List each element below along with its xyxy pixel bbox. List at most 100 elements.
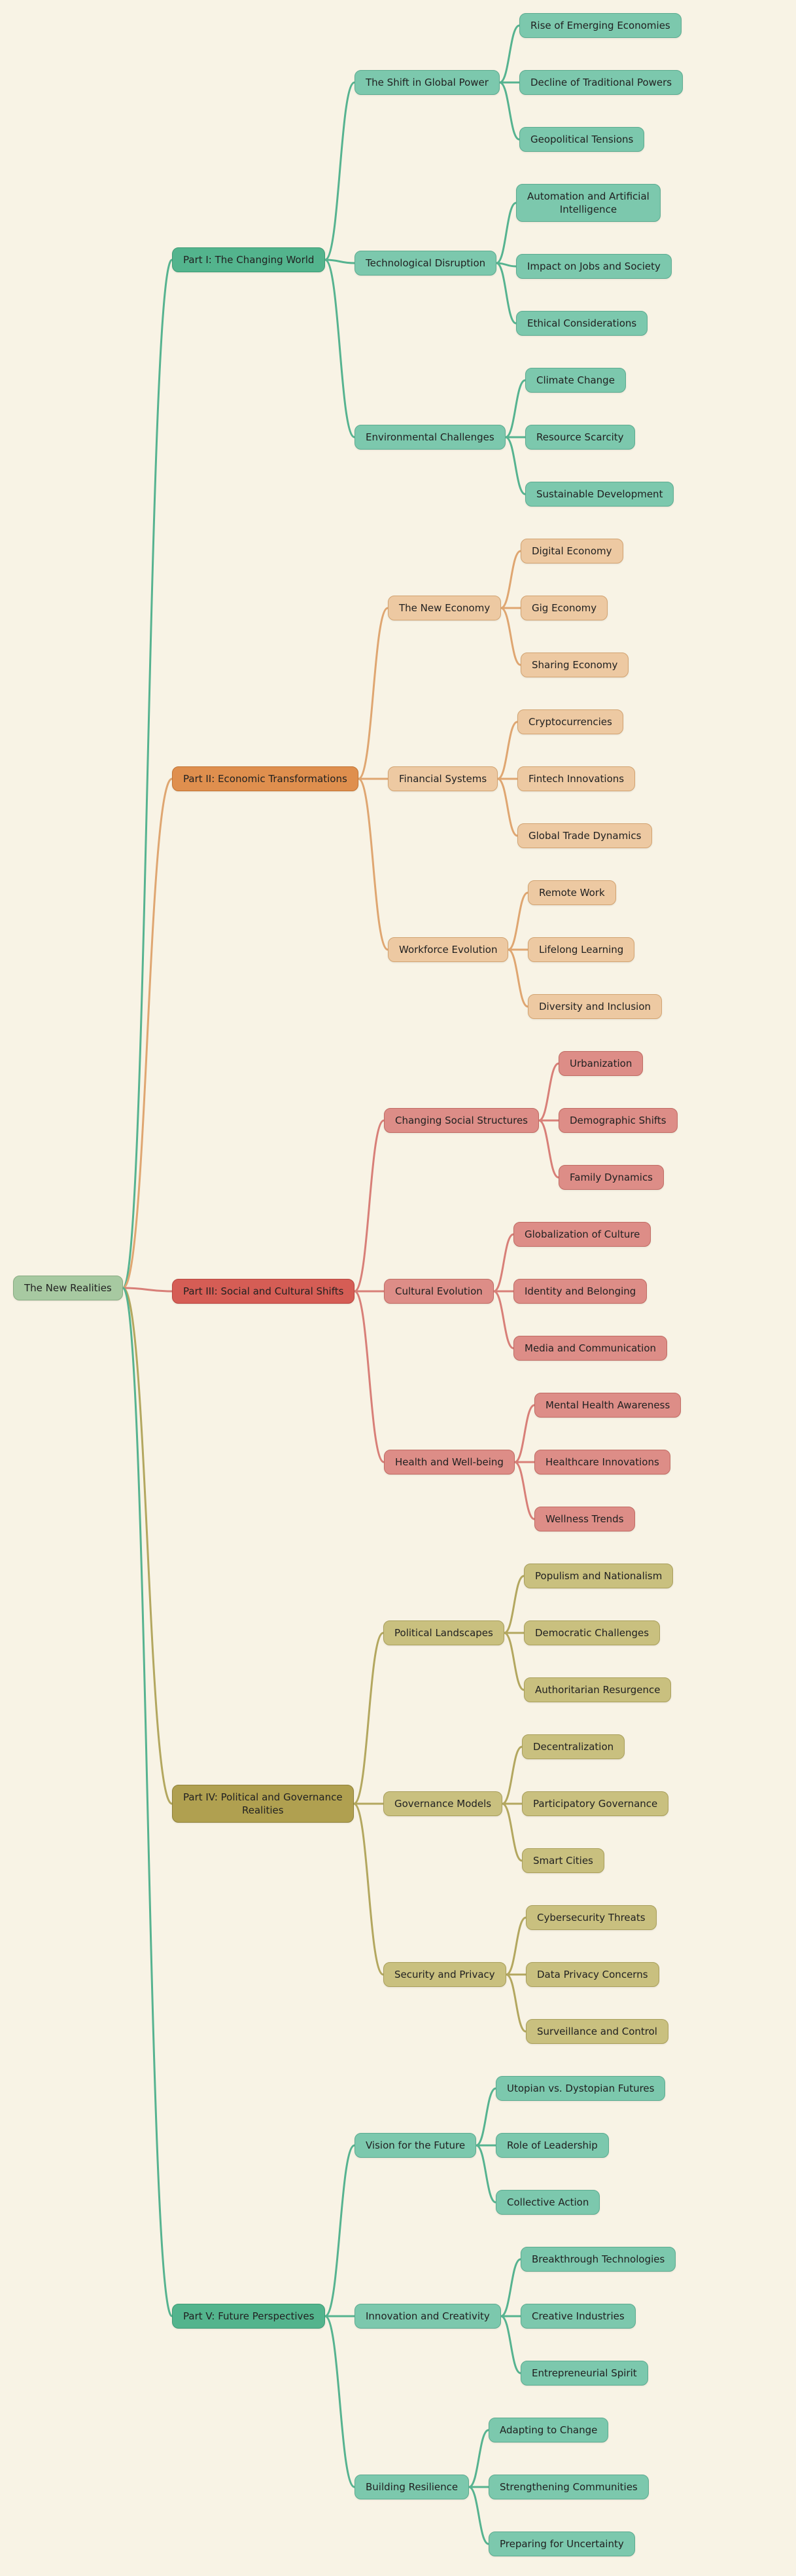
- node-cultural-evolution[interactable]: Cultural Evolution: [384, 1279, 494, 1304]
- node-the-new-realities[interactable]: The New Realities: [13, 1276, 123, 1300]
- node-collective-action[interactable]: Collective Action: [496, 2190, 600, 2215]
- node-decentralization[interactable]: Decentralization: [522, 1734, 625, 1759]
- node-urbanization[interactable]: Urbanization: [559, 1051, 644, 1076]
- node-technological-disruption[interactable]: Technological Disruption: [355, 251, 497, 276]
- node-impact-on-jobs-and-society[interactable]: Impact on Jobs and Society: [516, 254, 672, 279]
- node-vision-for-the-future[interactable]: Vision for the Future: [355, 2133, 477, 2158]
- node-adapting-to-change[interactable]: Adapting to Change: [489, 2418, 609, 2442]
- node-building-resilience[interactable]: Building Resilience: [355, 2475, 470, 2499]
- node-rise-of-emerging-economies[interactable]: Rise of Emerging Economies: [519, 13, 682, 38]
- node-part-iii-social-and-cultural-shifts[interactable]: Part III: Social and Cultural Shifts: [172, 1279, 355, 1304]
- link-automation-and-artificial-intelligence: [496, 202, 517, 264]
- node-part-ii-economic-transformations[interactable]: Part II: Economic Transformations: [172, 766, 358, 791]
- link-family-dynamics: [538, 1119, 559, 1179]
- link-digital-economy: [500, 550, 521, 609]
- node-automation-and-artificial-intelligence[interactable]: Automation and Artificial Intelligence: [516, 184, 661, 222]
- node-family-dynamics[interactable]: Family Dynamics: [559, 1165, 665, 1190]
- node-global-trade-dynamics[interactable]: Global Trade Dynamics: [517, 823, 653, 848]
- node-democratic-challenges[interactable]: Democratic Challenges: [524, 1620, 661, 1645]
- link-part-iii-social-and-cultural-shifts: [122, 1287, 173, 1293]
- link-media-and-communication: [493, 1290, 514, 1350]
- node-sharing-economy[interactable]: Sharing Economy: [521, 653, 629, 677]
- node-fintech-innovations[interactable]: Fintech Innovations: [517, 766, 636, 791]
- link-populism-and-nationalism: [504, 1575, 525, 1634]
- link-preparing-for-uncertainty: [468, 2486, 489, 2545]
- node-part-i-the-changing-world[interactable]: Part I: The Changing World: [172, 247, 326, 272]
- link-collective-action: [476, 2144, 496, 2204]
- link-building-resilience: [324, 2315, 355, 2488]
- node-data-privacy-concerns[interactable]: Data Privacy Concerns: [526, 1962, 659, 1987]
- link-the-shift-in-global-power: [324, 81, 355, 261]
- node-lifelong-learning[interactable]: Lifelong Learning: [528, 937, 635, 962]
- node-surveillance-and-control[interactable]: Surveillance and Control: [526, 2019, 668, 2044]
- node-changing-social-structures[interactable]: Changing Social Structures: [384, 1108, 539, 1133]
- link-part-i-the-changing-world: [122, 259, 173, 1289]
- node-sustainable-development[interactable]: Sustainable Development: [525, 482, 674, 507]
- link-changing-social-structures: [354, 1119, 385, 1293]
- node-authoritarian-resurgence[interactable]: Authoritarian Resurgence: [524, 1677, 672, 1702]
- node-breakthrough-technologies[interactable]: Breakthrough Technologies: [521, 2247, 676, 2272]
- link-political-landscapes: [353, 1632, 384, 1805]
- link-sharing-economy: [500, 607, 521, 666]
- node-creative-industries[interactable]: Creative Industries: [521, 2304, 636, 2329]
- link-mental-health-awareness: [514, 1404, 535, 1463]
- node-preparing-for-uncertainty[interactable]: Preparing for Uncertainty: [489, 2531, 635, 2556]
- node-innovation-and-creativity[interactable]: Innovation and Creativity: [355, 2304, 501, 2329]
- link-ethical-considerations: [496, 262, 517, 325]
- node-utopian-vs-dystopian-futures[interactable]: Utopian vs. Dystopian Futures: [496, 2076, 666, 2101]
- link-cryptocurrencies: [497, 721, 518, 780]
- node-entrepreneurial-spirit[interactable]: Entrepreneurial Spirit: [521, 2361, 648, 2386]
- node-wellness-trends[interactable]: Wellness Trends: [534, 1507, 635, 1531]
- node-part-v-future-perspectives[interactable]: Part V: Future Perspectives: [172, 2304, 326, 2329]
- link-decentralization: [502, 1745, 523, 1805]
- node-digital-economy[interactable]: Digital Economy: [521, 539, 623, 564]
- link-part-v-future-perspectives: [122, 1287, 173, 2317]
- node-participatory-governance[interactable]: Participatory Governance: [522, 1791, 669, 1816]
- link-entrepreneurial-spirit: [500, 2315, 521, 2374]
- node-globalization-of-culture[interactable]: Globalization of Culture: [513, 1222, 651, 1247]
- node-part-iv-political-and-governance-realities[interactable]: Part IV: Political and Governance Realit…: [172, 1785, 354, 1823]
- link-authoritarian-resurgence: [504, 1632, 525, 1691]
- link-diversity-and-inclusion: [508, 948, 528, 1008]
- link-environmental-challenges: [324, 259, 355, 438]
- node-climate-change[interactable]: Climate Change: [525, 368, 626, 393]
- link-remote-work: [508, 891, 528, 951]
- node-diversity-and-inclusion[interactable]: Diversity and Inclusion: [528, 994, 663, 1019]
- link-security-and-privacy: [353, 1802, 384, 1976]
- node-workforce-evolution[interactable]: Workforce Evolution: [388, 937, 509, 962]
- node-strengthening-communities[interactable]: Strengthening Communities: [489, 2475, 649, 2499]
- node-populism-and-nationalism[interactable]: Populism and Nationalism: [524, 1564, 674, 1588]
- link-wellness-trends: [514, 1461, 535, 1520]
- node-the-new-economy[interactable]: The New Economy: [388, 596, 502, 620]
- node-resource-scarcity[interactable]: Resource Scarcity: [525, 425, 635, 450]
- node-security-and-privacy[interactable]: Security and Privacy: [383, 1962, 506, 1987]
- node-role-of-leadership[interactable]: Role of Leadership: [496, 2133, 609, 2158]
- node-financial-systems[interactable]: Financial Systems: [388, 766, 498, 791]
- node-mental-health-awareness[interactable]: Mental Health Awareness: [534, 1393, 682, 1418]
- link-climate-change: [505, 379, 526, 438]
- node-remote-work[interactable]: Remote Work: [528, 880, 616, 905]
- node-decline-of-traditional-powers[interactable]: Decline of Traditional Powers: [519, 70, 684, 95]
- node-the-shift-in-global-power[interactable]: The Shift in Global Power: [355, 70, 500, 95]
- node-media-and-communication[interactable]: Media and Communication: [513, 1336, 668, 1361]
- node-cybersecurity-threats[interactable]: Cybersecurity Threats: [526, 1905, 657, 1930]
- link-sustainable-development: [505, 436, 526, 495]
- link-adapting-to-change: [468, 2429, 489, 2488]
- node-geopolitical-tensions[interactable]: Geopolitical Tensions: [519, 127, 645, 152]
- node-governance-models[interactable]: Governance Models: [383, 1791, 503, 1816]
- link-part-iv-political-and-governance-realities: [122, 1287, 173, 1805]
- node-cryptocurrencies[interactable]: Cryptocurrencies: [517, 709, 623, 734]
- node-healthcare-innovations[interactable]: Healthcare Innovations: [534, 1450, 670, 1475]
- node-ethical-considerations[interactable]: Ethical Considerations: [516, 311, 648, 336]
- node-political-landscapes[interactable]: Political Landscapes: [383, 1620, 504, 1645]
- node-environmental-challenges[interactable]: Environmental Challenges: [355, 425, 506, 450]
- link-workforce-evolution: [358, 778, 389, 951]
- node-identity-and-belonging[interactable]: Identity and Belonging: [513, 1279, 648, 1304]
- node-smart-cities[interactable]: Smart Cities: [522, 1848, 604, 1873]
- link-globalization-of-culture: [493, 1233, 514, 1293]
- node-demographic-shifts[interactable]: Demographic Shifts: [559, 1108, 678, 1133]
- node-gig-economy[interactable]: Gig Economy: [521, 596, 608, 620]
- node-health-and-well-being[interactable]: Health and Well-being: [384, 1450, 515, 1475]
